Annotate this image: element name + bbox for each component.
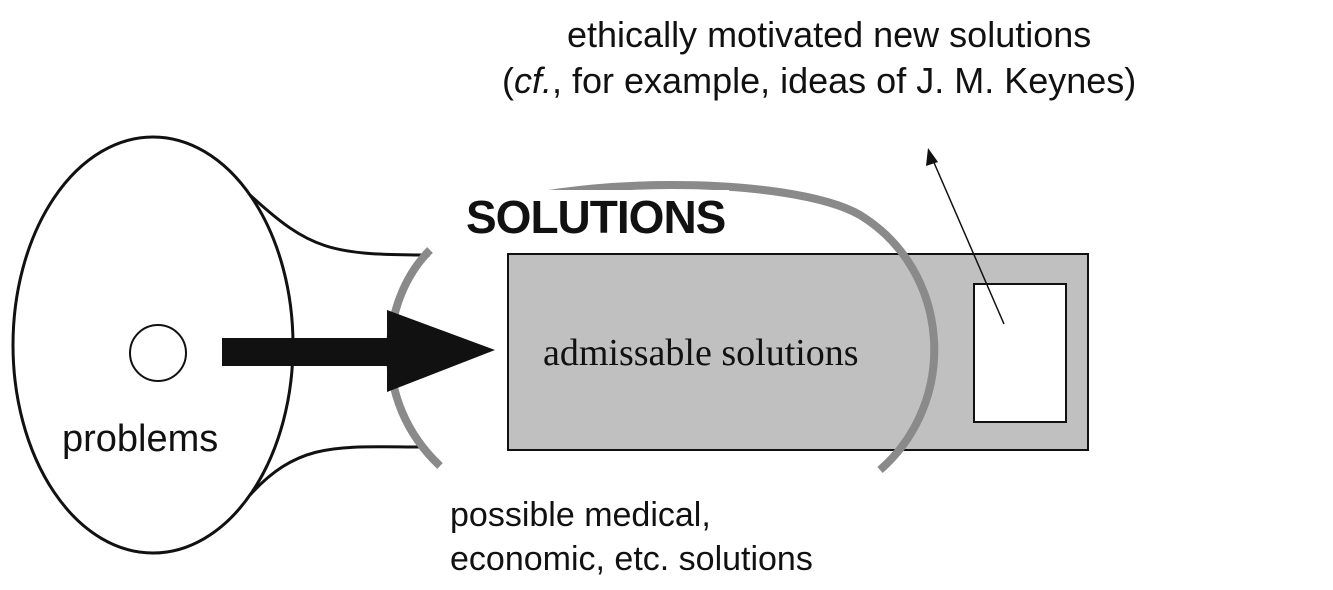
new-solution-box	[973, 283, 1067, 423]
main-arrow-shaft	[222, 338, 392, 366]
solutions-title: SOLUTIONS	[462, 190, 730, 244]
admissable-solutions-label: admissable solutions	[543, 332, 859, 374]
funnel-lower-curve	[248, 445, 426, 497]
problems-label: problems	[62, 418, 219, 460]
paren-open: (	[502, 60, 514, 101]
cf-italic: cf.	[514, 60, 553, 101]
funnel-upper-curve	[248, 193, 431, 257]
pointer-arrow-head	[926, 148, 938, 166]
problem-point-circle	[129, 324, 187, 382]
pointer-arrow-line	[931, 157, 1005, 325]
possible-solutions-label-line2: economic, etc. solutions	[450, 540, 813, 578]
possible-solutions-label-line1: possible medical,	[450, 496, 711, 534]
main-arrow-head	[387, 310, 495, 392]
ethical-line2-rest: , for example, ideas of J. M. Keynes)	[552, 60, 1137, 101]
ethical-solutions-label-line1: ethically motivated new solutions	[567, 14, 1092, 55]
ethical-solutions-label-line2: (cf., for example, ideas of J. M. Keynes…	[502, 60, 1136, 102]
